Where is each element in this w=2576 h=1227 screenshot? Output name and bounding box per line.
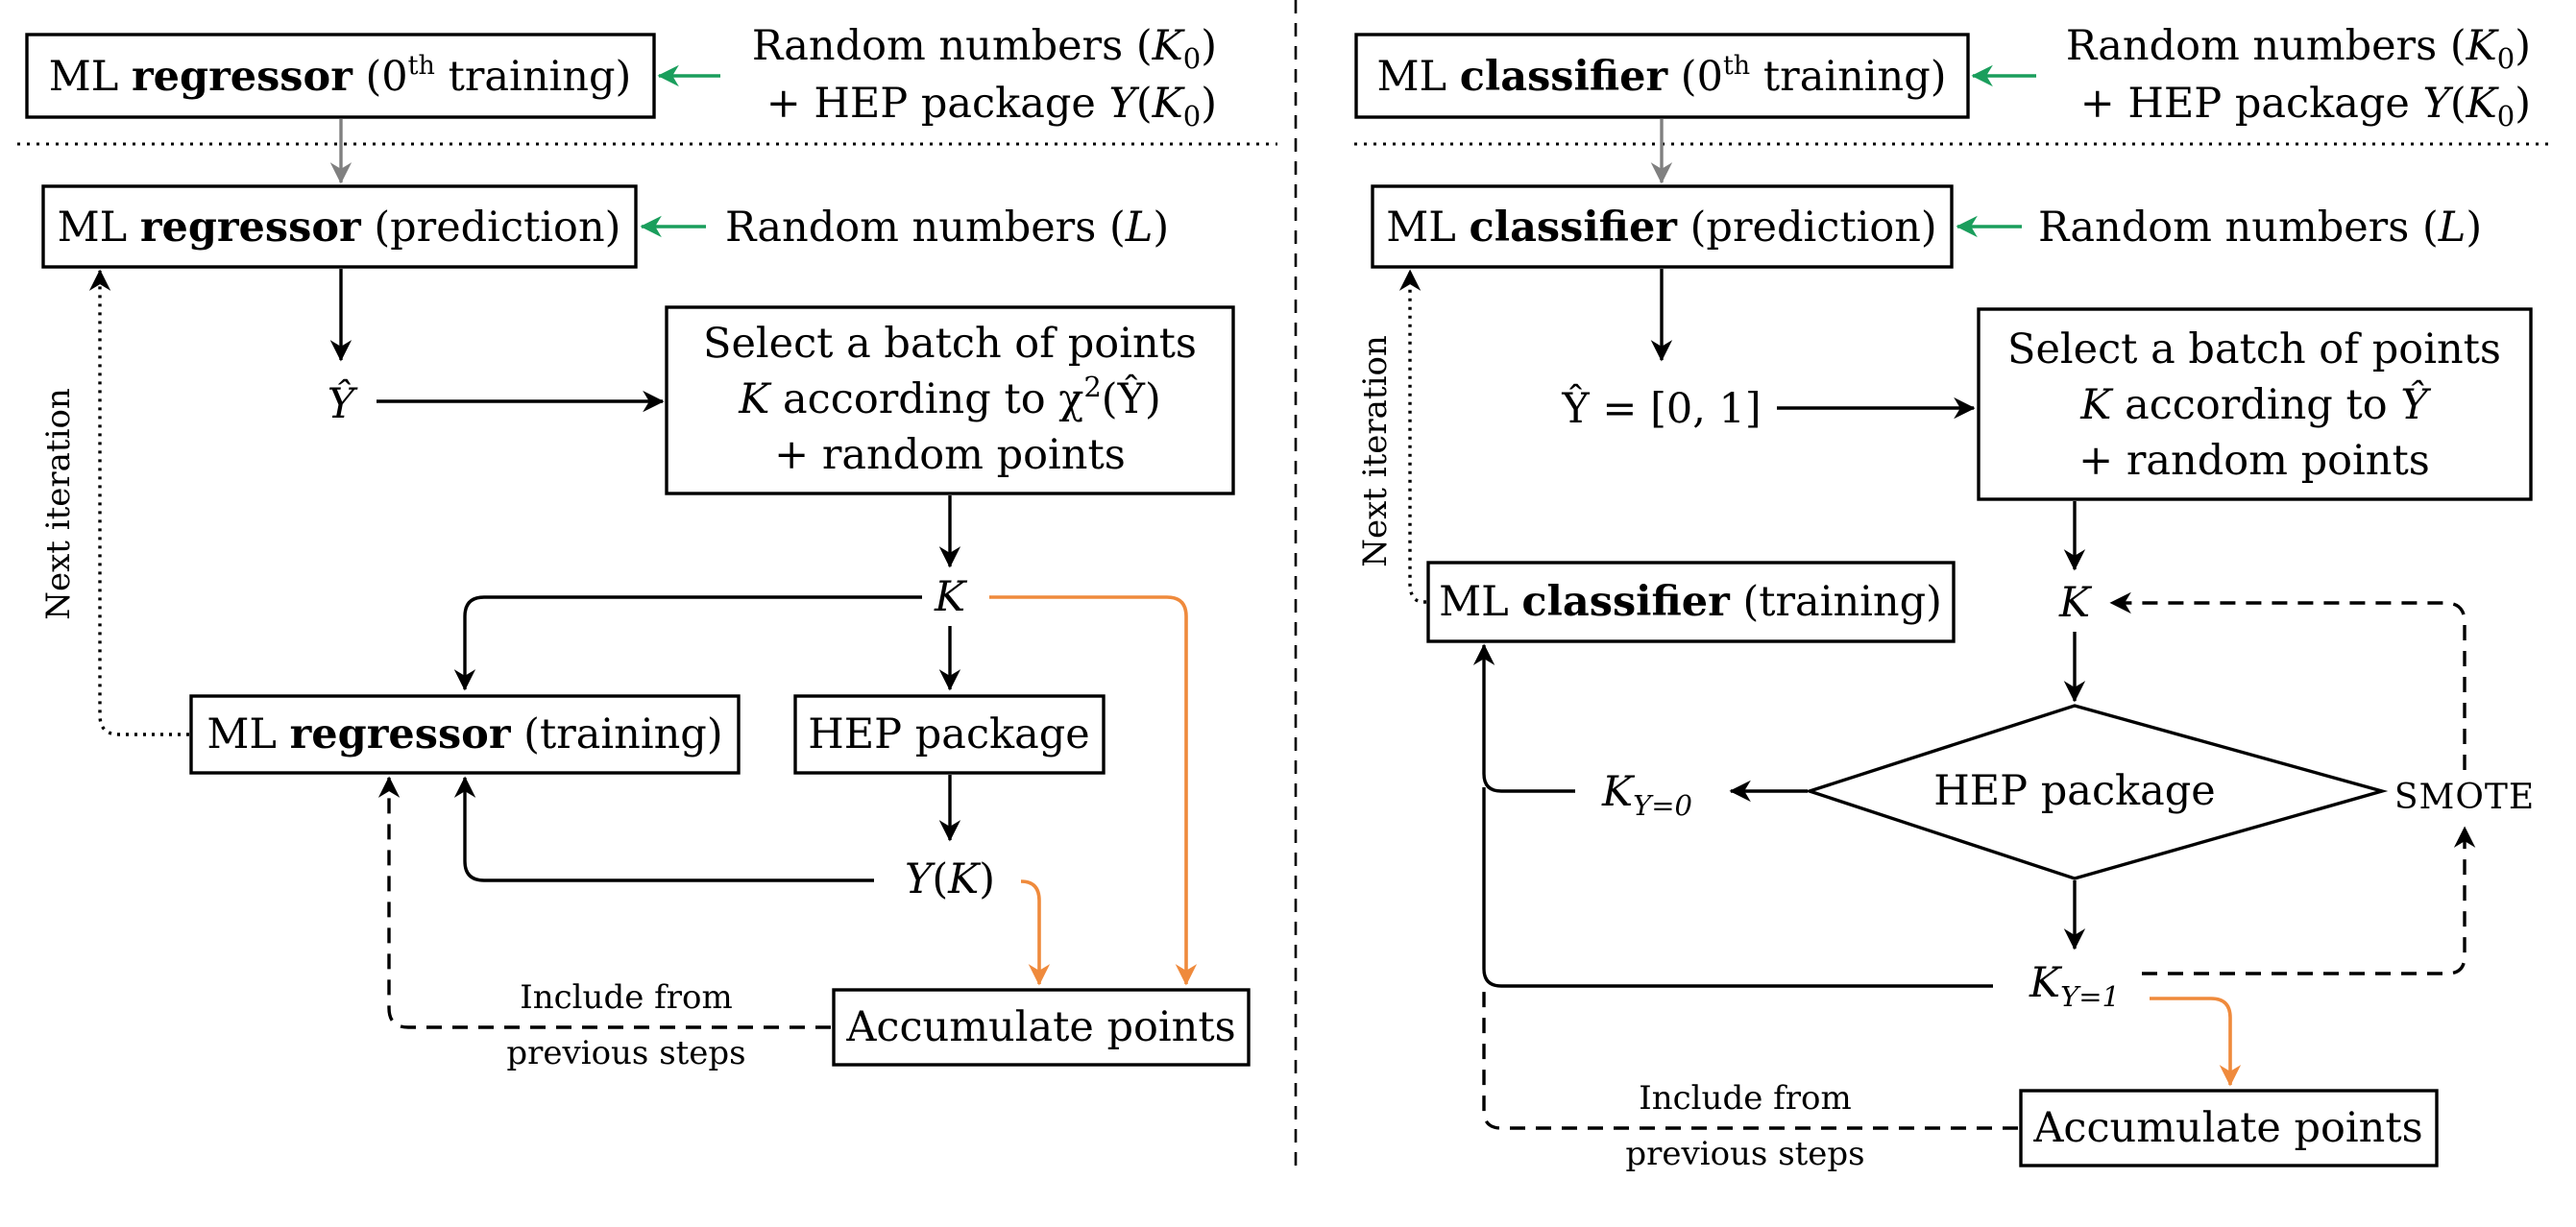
right-smote-label: SMOTE xyxy=(2394,778,2535,817)
right-ky1-to-accumulate-arrow xyxy=(2150,997,2242,1087)
svg-text:Random numbers (K0): Random numbers (K0) xyxy=(752,22,1217,75)
right-accumulate-box: Accumulate points xyxy=(2019,1089,2439,1167)
svg-text:ML regressor (prediction): ML regressor (prediction) xyxy=(58,204,621,252)
right-init-box: ML classifier (0th training) xyxy=(1354,33,1970,119)
svg-text:ML classifier (training): ML classifier (training) xyxy=(1439,578,1942,626)
left-select-box: Select a batch of points K according to … xyxy=(665,305,1235,495)
right-include-previous-arrow xyxy=(1482,989,2018,1130)
svg-text:HEP package: HEP package xyxy=(1933,767,2215,815)
svg-text:HEP package: HEP package xyxy=(808,710,1089,758)
right-next-iteration-arrow xyxy=(1398,269,1426,604)
left-init-box: ML regressor (0th training) xyxy=(25,33,656,119)
left-pred-input-label: Random numbers (L) xyxy=(725,204,1169,252)
right-next-iteration-label: Next iteration xyxy=(1356,335,1395,567)
svg-text:+ random points: + random points xyxy=(774,431,1126,479)
right-include-label-line1: Include from xyxy=(1639,1079,1851,1118)
right-init-input-label: Random numbers (K0) + HEP package Y(K0) xyxy=(2066,22,2531,132)
left-include-previous-arrow xyxy=(377,776,831,1029)
svg-text:K according to χ2(Ŷ): K according to χ2(Ŷ) xyxy=(738,371,1161,423)
right-smote-to-k-arrow xyxy=(2109,591,2467,770)
left-k-to-accumulate-arrow xyxy=(989,595,1198,986)
svg-text:ML classifier (prediction): ML classifier (prediction) xyxy=(1386,204,1936,252)
svg-text:ML classifier (0th training): ML classifier (0th training) xyxy=(1376,51,1946,101)
svg-text:+ HEP package Y(K0): + HEP package Y(K0) xyxy=(766,80,1217,132)
left-yk-to-accumulate-arrow xyxy=(1020,879,1051,986)
svg-text:Accumulate points: Accumulate points xyxy=(845,1003,1235,1051)
left-yk-label: Y(K) xyxy=(905,855,995,903)
left-yhat-label: Ŷ xyxy=(328,379,358,428)
left-panel-regressor: ML regressor (0th training) Random numbe… xyxy=(25,22,1251,1072)
svg-text:K according to Ŷ: K according to Ŷ xyxy=(2079,380,2431,429)
left-k-label: K xyxy=(934,573,968,621)
right-ky0-to-training-arrow xyxy=(1472,643,1575,793)
left-prediction-box: ML regressor (prediction) xyxy=(41,184,638,269)
left-yk-to-training-arrow xyxy=(453,776,874,882)
right-panel-classifier: ML classifier (0th training) Random numb… xyxy=(1354,22,2535,1173)
svg-text:ML regressor (training): ML regressor (training) xyxy=(207,710,722,758)
right-ky1-to-training-arrow xyxy=(1482,787,1993,988)
svg-text:ML regressor (0th training): ML regressor (0th training) xyxy=(49,51,632,101)
right-training-box: ML classifier (training) xyxy=(1426,561,1956,643)
svg-text:Random numbers (K0): Random numbers (K0) xyxy=(2066,22,2531,75)
left-init-input-label: Random numbers (K0) + HEP package Y(K0) xyxy=(752,22,1217,132)
left-include-label-line2: previous steps xyxy=(506,1034,745,1072)
right-ky1-label: KY=1 xyxy=(2029,959,2120,1013)
right-ky1-to-smote-arrow xyxy=(2142,826,2476,975)
svg-text:Accumulate points: Accumulate points xyxy=(2032,1104,2422,1152)
left-include-label-line1: Include from xyxy=(520,978,732,1017)
right-include-label-line2: previous steps xyxy=(1625,1135,1864,1173)
svg-text:Select a batch of points: Select a batch of points xyxy=(2007,325,2501,373)
right-prediction-box: ML classifier (prediction) xyxy=(1371,184,1954,269)
left-k-to-training-arrow xyxy=(453,595,922,691)
left-hep-package-box: HEP package xyxy=(793,694,1106,775)
left-training-box: ML regressor (training) xyxy=(189,694,741,775)
right-yhat-label: Ŷ = [0, 1] xyxy=(1561,384,1761,433)
svg-text:Select a batch of points: Select a batch of points xyxy=(703,320,1197,368)
left-next-iteration-arrow xyxy=(88,269,189,736)
svg-text:+ HEP package Y(K0): + HEP package Y(K0) xyxy=(2080,80,2531,132)
svg-text:+ random points: + random points xyxy=(2078,437,2430,485)
left-accumulate-box: Accumulate points xyxy=(832,988,1251,1067)
right-k-label: K xyxy=(2058,579,2093,627)
right-select-box: Select a batch of points K according to … xyxy=(1977,307,2533,501)
right-hep-package-diamond: HEP package xyxy=(1804,704,2389,880)
right-ky0-label: KY=0 xyxy=(1601,768,1692,822)
left-next-iteration-label: Next iteration xyxy=(39,388,78,620)
right-pred-input-label: Random numbers (L) xyxy=(2038,204,2482,252)
